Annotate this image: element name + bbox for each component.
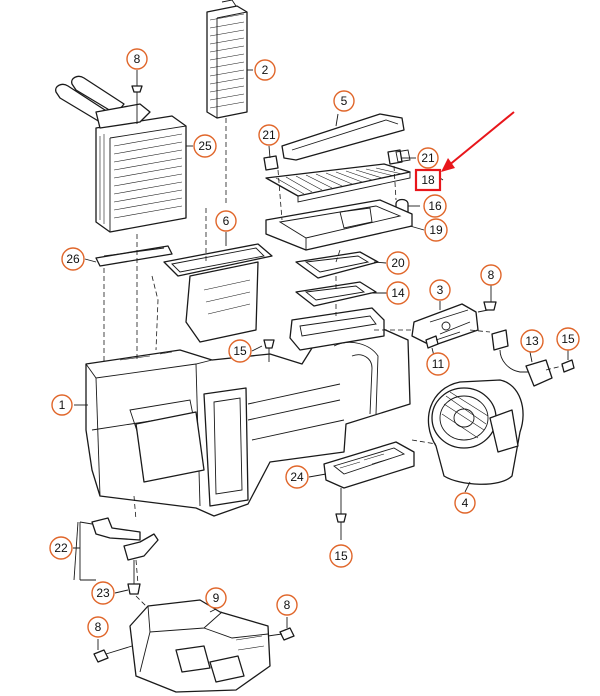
part-8-screw-top [131,70,143,124]
svg-text:1: 1 [59,398,66,412]
svg-text:21: 21 [262,128,276,142]
part-24-control-module [323,441,415,489]
part-15-screw-mid [263,339,275,362]
part-18-pollen-filter [265,163,411,203]
part-9-lower-housing [129,599,271,693]
part-1-main-housing [85,307,411,517]
callout-8: 8 [480,264,502,286]
callout-8: 8 [126,48,148,70]
callout-4: 4 [454,492,476,514]
svg-text:20: 20 [391,256,405,270]
callout-9: 9 [205,587,227,609]
svg-text:4: 4 [462,496,469,510]
part-6-frame [163,243,273,343]
callout-13: 13 [520,329,544,353]
callout-21: 21 [258,124,280,146]
callout-2: 2 [254,59,276,81]
callout-15: 15 [329,544,353,568]
part-22-levers [73,517,159,581]
svg-text:15: 15 [334,549,348,563]
svg-text:13: 13 [525,334,539,348]
part-20-seal [295,251,379,279]
part-25-heater-core [55,75,187,233]
part-8-screw-right-bottom [267,627,295,641]
callout-15: 15 [556,327,580,351]
svg-text:8: 8 [95,620,102,634]
svg-text:9: 9 [213,591,220,605]
callout-11: 11 [426,352,450,376]
part-26-gasket [95,245,173,267]
part-3-bracket [411,303,479,347]
svg-text:3: 3 [437,283,444,297]
callout-22: 22 [49,536,73,560]
part-14-gasket-frame [295,281,377,307]
assembly-guide-lines [103,118,563,607]
callout-25: 25 [193,134,217,158]
part-15-screw-right [561,359,575,373]
svg-text:21: 21 [421,151,435,165]
callout-5: 5 [333,90,355,112]
part-19-filter-tray [265,199,413,251]
callout-15: 15 [228,339,252,363]
callout-1: 1 [51,394,73,416]
svg-text:2: 2 [262,63,269,77]
svg-text:11: 11 [432,357,445,371]
svg-text:24: 24 [290,470,304,484]
callout-18-highlighted: 18 [414,168,442,192]
svg-text:15: 15 [561,332,575,346]
svg-text:26: 26 [66,252,80,266]
svg-text:15: 15 [233,344,247,358]
callout-3: 3 [429,279,451,301]
part-2-core [206,0,248,119]
part-5-cover-rail [281,113,405,161]
svg-text:6: 6 [223,214,230,228]
svg-text:19: 19 [429,223,443,237]
svg-text:18: 18 [421,173,435,187]
svg-text:5: 5 [341,94,348,108]
callout-8: 8 [87,616,109,638]
callout-21: 21 [417,147,439,169]
svg-text:22: 22 [54,541,68,555]
highlight-arrow [441,111,515,172]
callout-16: 16 [423,194,447,218]
part-23-screw [127,560,141,595]
callout-6: 6 [215,210,237,232]
svg-text:8: 8 [284,598,291,612]
svg-text:25: 25 [198,139,212,153]
svg-text:16: 16 [428,199,442,213]
svg-text:8: 8 [134,52,141,66]
part-13-sensor [491,329,553,387]
callout-14: 14 [386,281,410,305]
callout-26: 26 [61,247,85,271]
svg-text:8: 8 [488,268,495,282]
part-4-blower-motor [427,379,524,485]
svg-text:14: 14 [391,286,405,300]
callout-20: 20 [386,251,410,275]
callout-23: 23 [91,581,115,605]
callout-8: 8 [276,594,298,616]
svg-text:23: 23 [96,586,110,600]
part-8-screw-left-bottom [93,645,133,663]
part-21-clips [263,149,411,171]
callout-19: 19 [424,218,448,242]
part-15-screw-bottom [335,488,347,540]
part-8-screw-right [477,301,497,313]
callout-24: 24 [285,465,309,489]
part-11-screw [425,331,461,349]
